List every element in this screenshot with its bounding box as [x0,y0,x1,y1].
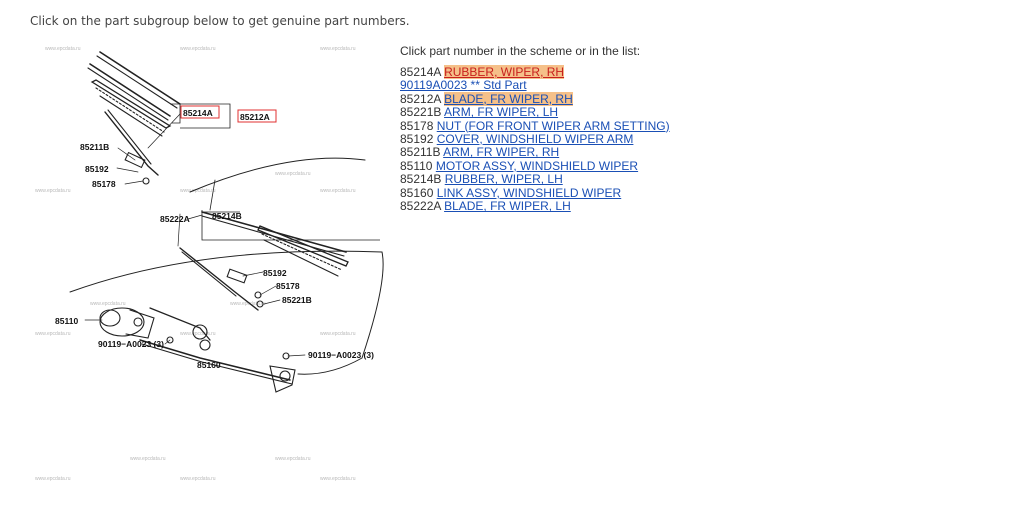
part-row: 85160 LINK ASSY, WINDSHIELD WIPER [400,185,800,200]
part-name-link[interactable]: BLADE, FR WIPER, LH [444,199,571,214]
parts-scheme: www.epcdata.ru www.epcdata.ru www.epcdat… [30,40,400,485]
watermark: www.epcdata.ru [180,46,216,52]
part-name-link[interactable]: ARM, FR WIPER, LH [444,105,559,120]
part-number[interactable]: 90119A0023 [400,78,468,93]
part-row: 85178 NUT (FOR FRONT WIPER ARM SETTING) [400,118,800,133]
watermark: www.epcdata.ru [320,476,356,482]
part-link[interactable]: 90119A0023 ** Std Part [400,78,527,92]
watermark: www.epcdata.ru [275,456,311,462]
part-number: 85192 [400,132,434,147]
part-number: 85221B [400,105,442,120]
part-name-link[interactable]: BLADE, FR WIPER, RH [444,91,573,106]
callout-box-85214A [180,105,220,119]
watermark: www.epcdata.ru [275,171,311,177]
wiper-diagram: www.epcdata.ru www.epcdata.ru www.epcdat… [35,46,384,482]
part-name-link[interactable]: NUT (FOR FRONT WIPER ARM SETTING) [436,118,670,133]
part-name-link[interactable]: RUBBER, WIPER, LH [444,172,563,187]
part-row: 85212A BLADE, FR WIPER, RH [400,91,800,106]
part-row: 85211B ARM, FR WIPER, RH [400,146,800,159]
watermark: www.epcdata.ru [230,301,266,307]
part-number: 85160 [400,185,434,200]
part-name-text[interactable]: ** Std Part [470,78,527,93]
part-row: 85192 COVER, WINDSHIELD WIPER ARM [400,132,800,147]
watermark: www.epcdata.ru [35,476,71,482]
watermark: www.epcdata.ru [320,331,356,337]
watermarks: www.epcdata.ru www.epcdata.ru www.epcdat… [35,46,356,482]
callout-85222A[interactable]: 85222A [160,214,190,224]
callout-90119-right[interactable]: 90119−A0023 (3) [308,350,374,360]
callout-85192-lower[interactable]: 85192 [263,268,287,278]
watermark: www.epcdata.ru [35,331,71,337]
part-row: 85214A RUBBER, WIPER, RH [400,65,800,79]
list-heading: Click part number in the scheme or in th… [400,44,641,58]
watermark: www.epcdata.ru [320,46,356,52]
part-row: 85222A BLADE, FR WIPER, LH [400,199,800,214]
part-name-link[interactable]: MOTOR ASSY, WINDSHIELD WIPER [435,158,639,173]
part-name-link[interactable]: LINK ASSY, WINDSHIELD WIPER [436,185,622,200]
callout-90119-left[interactable]: 90119−A0023 (3) [98,339,164,349]
part-number: 85222A [400,199,441,214]
callout-85214B[interactable]: 85214B [212,211,242,221]
callout-box-85212A [237,109,277,123]
callout-85110[interactable]: 85110 [55,316,78,326]
watermark: www.epcdata.ru [180,476,216,482]
part-number: 85214B [400,172,442,187]
callout-85211B[interactable]: 85211B [80,142,109,152]
part-number: 85211B [400,145,441,160]
part-number: 85110 [400,158,433,173]
callout-85160[interactable]: 85160 [197,360,221,370]
part-row: 85221B ARM, FR WIPER, LH [400,106,800,119]
callout-85212A[interactable]: 85212A [240,112,270,122]
part-row: 85214B RUBBER, WIPER, LH [400,173,800,186]
watermark: www.epcdata.ru [45,46,81,52]
callout-85214A[interactable]: 85214A [183,108,213,118]
part-row: 90119A0023 ** Std Part [400,79,800,92]
part-number: 85178 [400,118,434,133]
callout-85192-upper[interactable]: 85192 [85,164,109,174]
watermark: www.epcdata.ru [90,301,126,307]
callout-85178-lower[interactable]: 85178 [276,281,300,291]
parts-list-panel: Click part number in the scheme or in th… [400,44,800,213]
callout-brackets [170,103,380,241]
diagram-drawing [69,51,384,393]
part-row: 85110 MOTOR ASSY, WINDSHIELD WIPER [400,158,800,173]
callout-85178-upper[interactable]: 85178 [92,179,116,189]
part-name-link[interactable]: COVER, WINDSHIELD WIPER ARM [436,132,634,147]
part-name-link[interactable]: ARM, FR WIPER, RH [443,145,560,160]
watermark: www.epcdata.ru [130,456,166,462]
callout-85221B[interactable]: 85221B [282,295,312,305]
instruction-text: Click on the part subgroup below to get … [30,14,410,28]
part-number: 85212A [400,91,441,106]
part-number: 85214A [400,65,441,79]
watermark: www.epcdata.ru [320,188,356,194]
part-name-link[interactable]: RUBBER, WIPER, RH [444,65,565,79]
watermark: www.epcdata.ru [35,188,71,194]
watermark: www.epcdata.ru [180,331,216,337]
watermark: www.epcdata.ru [180,188,216,194]
